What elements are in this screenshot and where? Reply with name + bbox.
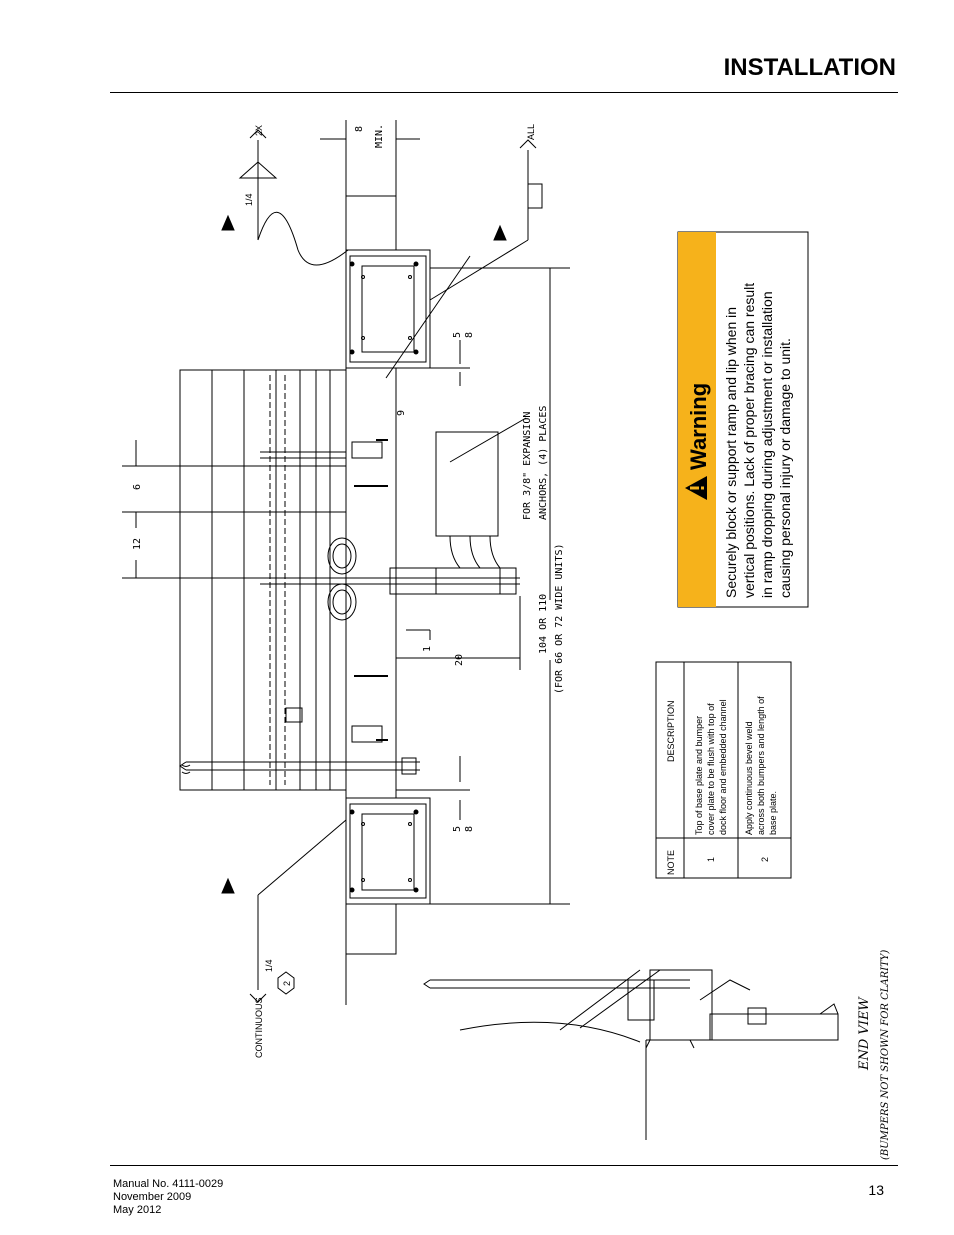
- dim-min: MIN.: [374, 124, 385, 148]
- expansion-note-line2: ANCHORS, (4) PLACES: [538, 406, 549, 520]
- warning-line1: Securely block or support ramp and lip w…: [723, 307, 739, 598]
- table-row2-line3: base plate.: [768, 791, 778, 835]
- dim-5-8-bottom: 5: [452, 826, 463, 832]
- top-bumper: [345, 140, 431, 369]
- table-row2-line2: across both bumpers and length of: [756, 696, 766, 835]
- table-row1-line2: cover plate to be flush with top of: [706, 703, 716, 835]
- weld-note-number: 2: [282, 981, 292, 986]
- warning-heading: Warning: [686, 383, 711, 470]
- footer-date-1: November 2009: [113, 1191, 192, 1203]
- warning-line2: vertical positions. Lack of proper braci…: [741, 283, 757, 598]
- dim-8: 8: [354, 126, 365, 132]
- lip-bar: [179, 757, 420, 775]
- weld-2x: 2X: [254, 125, 264, 136]
- warning-line4: causing personal injury or damage to uni…: [777, 338, 793, 598]
- dim-5-8-bottom-den: 8: [464, 826, 475, 832]
- ramp-deck: [179, 369, 347, 791]
- dim-20: 20: [454, 654, 465, 666]
- end-view-title: END VIEW: [857, 996, 872, 1071]
- weld-symbols: [221, 129, 543, 1003]
- weld-continuous: CONTINUOUS: [254, 998, 264, 1059]
- notes-table: NOTE DESCRIPTION 1 Top of base plate and…: [655, 661, 792, 879]
- base-plate: [345, 367, 397, 799]
- dim-5-8-top-den: 8: [464, 332, 475, 338]
- dim-1: 1: [422, 646, 433, 652]
- table-header-note: NOTE: [666, 850, 676, 875]
- table-row1-line3: dock floor and embedded channel: [718, 699, 728, 835]
- header-rule: [110, 92, 898, 93]
- dim-5-8-top: 5: [452, 332, 463, 338]
- bottom-bumper: [345, 797, 431, 1005]
- dimension-lines: [122, 120, 570, 905]
- width-note-line1: 104 OR 110: [538, 594, 549, 654]
- footer-rule: [110, 1165, 898, 1166]
- expansion-note-line1: FOR 3/8" EXPANSION: [522, 412, 533, 520]
- manual-number: Manual No. 4111-0029: [113, 1178, 224, 1190]
- weld-quarter-bottom: 1/4: [264, 959, 274, 972]
- table-row2-number: 2: [760, 857, 770, 862]
- table-row2-line1: Apply continuous bevel weld: [744, 721, 754, 835]
- dim-6: 6: [132, 484, 143, 490]
- footer-info: Manual No. 4111-0029 November 2009 May 2…: [113, 1178, 223, 1217]
- page-number: 13: [868, 1182, 884, 1198]
- warning-triangle-icon: [685, 476, 707, 500]
- table-row1-line1: Top of base plate and bumper: [694, 716, 704, 835]
- table-header-description: DESCRIPTION: [666, 700, 676, 762]
- footer-date-2: May 2012: [113, 1204, 162, 1216]
- width-note-line2: (FOR 66 OR 72 WIDE UNITS): [554, 543, 565, 694]
- warning-line3: in ramp dropping during adjustment or in…: [759, 291, 775, 598]
- dim-12: 12: [132, 538, 143, 550]
- table-row1-number: 1: [706, 857, 716, 862]
- end-view-drawing: [423, 969, 839, 1140]
- warning-box: Warning Securely block or support ramp a…: [677, 231, 809, 608]
- weld-all: ALL: [526, 124, 536, 140]
- weld-quarter-top: 1/4: [244, 193, 254, 206]
- dim-9: 9: [396, 410, 407, 416]
- end-view-subtitle: (BUMPERS NOT SHOWN FOR CLARITY): [880, 950, 891, 1160]
- warning-banner: [678, 232, 716, 607]
- page-title: INSTALLATION: [723, 54, 896, 81]
- control-box: [435, 431, 499, 537]
